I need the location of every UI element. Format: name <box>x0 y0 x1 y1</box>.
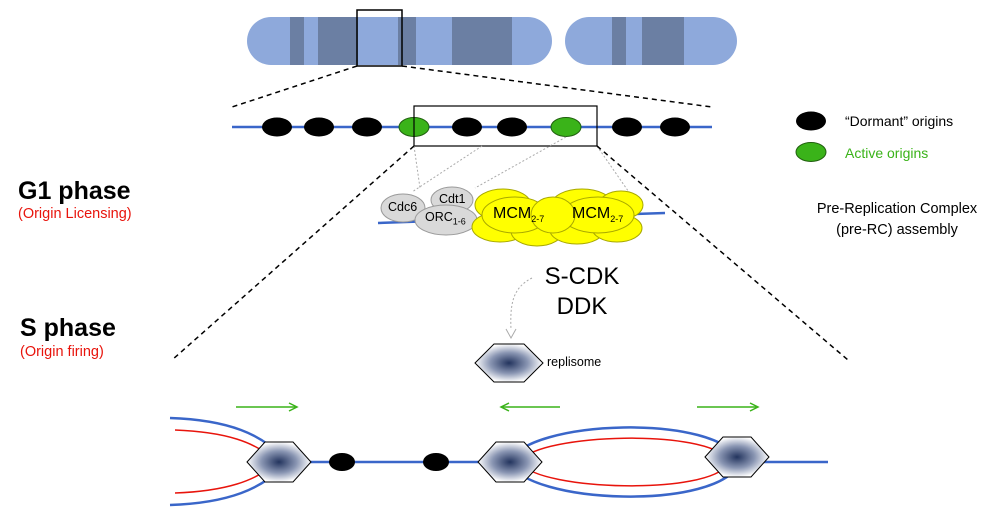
pre-rc-caption-line1: Pre-Replication Complex <box>816 201 978 217</box>
chromosome-zoom-box <box>356 9 403 67</box>
dormant-origin <box>262 117 292 137</box>
zoom-line-s-right <box>596 145 849 361</box>
g1-phase-title: G1 phase <box>18 177 131 205</box>
legend-active-label: Active origins <box>845 145 929 161</box>
mcm-lobe <box>530 196 576 234</box>
dna-strand-origins <box>232 105 712 147</box>
s-phase-dna <box>169 416 828 507</box>
dormant-origin <box>452 117 482 137</box>
chromosome-band <box>290 17 304 65</box>
pre-rc-caption: Pre-Replication Complex (pre-RC) assembl… <box>812 199 982 241</box>
chromosome-band <box>398 17 416 65</box>
activation-arrow-line <box>510 277 533 331</box>
pre-rc-guide-line <box>474 136 567 189</box>
orc-name: ORC <box>425 210 453 224</box>
kinase-scdk: S-CDK <box>544 263 620 290</box>
legend-dormant-label: “Dormant” origins <box>845 113 954 129</box>
chromosome-band <box>452 17 512 65</box>
kinase-labels: S-CDK DDK <box>537 262 627 322</box>
chromosome <box>247 9 737 67</box>
replisome-hexagon <box>477 441 543 483</box>
s-phase-subtitle: (Origin firing) <box>20 344 104 360</box>
zoom-line-left <box>231 65 358 108</box>
cdc6-protein <box>380 193 426 223</box>
pre-rc-complex <box>377 186 666 247</box>
replisome-hexagon <box>704 436 770 478</box>
orc-label: ORC1-6 <box>425 210 466 227</box>
chromosome-band <box>642 17 684 65</box>
dormant-origin <box>329 453 355 471</box>
bubble-parental-bottom <box>508 461 742 498</box>
dormant-origin <box>612 117 642 137</box>
cdc6-label: Cdc6 <box>388 200 418 214</box>
mcm-double-hexamer <box>471 188 644 247</box>
mcm-subscript: 2-7 <box>531 214 545 225</box>
fork-arrow-left-head <box>499 402 510 412</box>
pre-rc-guide-line <box>411 145 483 193</box>
active-origin <box>550 117 582 137</box>
activation-arrow-head <box>505 328 517 340</box>
replisome-label: replisome <box>547 355 602 369</box>
bubble-new-top <box>521 437 729 461</box>
dormant-origin <box>304 117 334 137</box>
dormant-origin <box>352 117 382 137</box>
pre-rc-guide-line <box>413 145 421 189</box>
mcm-subscript: 2-7 <box>610 214 624 225</box>
cdt1-label: Cdt1 <box>439 192 466 206</box>
pre-rc-caption-line2: (pre-RC) assembly <box>836 222 958 238</box>
zoom-line-s-left <box>171 145 415 361</box>
legend-active-marker <box>795 142 827 162</box>
fork-arrow-right-head <box>749 402 760 412</box>
replisome-hexagon <box>474 343 544 383</box>
fork-direction-arrows <box>236 402 760 412</box>
legend-dormant-marker <box>796 111 826 131</box>
chromosome-band <box>318 17 358 65</box>
bubble-new-bottom <box>521 463 729 487</box>
mcm-name: MCM <box>572 205 611 222</box>
replisome-hexagon <box>246 441 312 483</box>
mcm-label-right: MCM2-7 <box>572 205 623 224</box>
orc-subscript: 1-6 <box>452 216 466 227</box>
dormant-origin <box>497 117 527 137</box>
kinase-ddk: DDK <box>556 293 608 320</box>
chromosome-band <box>612 17 626 65</box>
g1-phase-subtitle: (Origin Licensing) <box>18 206 132 222</box>
dormant-origin <box>423 453 449 471</box>
mcm-name: MCM <box>493 205 532 222</box>
dormant-origin <box>660 117 690 137</box>
fork-arrow-right-head <box>288 402 299 412</box>
zoom-line-right <box>401 65 713 108</box>
dna-zoom-box <box>413 105 598 147</box>
pre-rc-guide-line <box>596 145 634 199</box>
mcm-label-left: MCM2-7 <box>493 205 544 224</box>
s-phase-title: S phase <box>20 314 116 342</box>
